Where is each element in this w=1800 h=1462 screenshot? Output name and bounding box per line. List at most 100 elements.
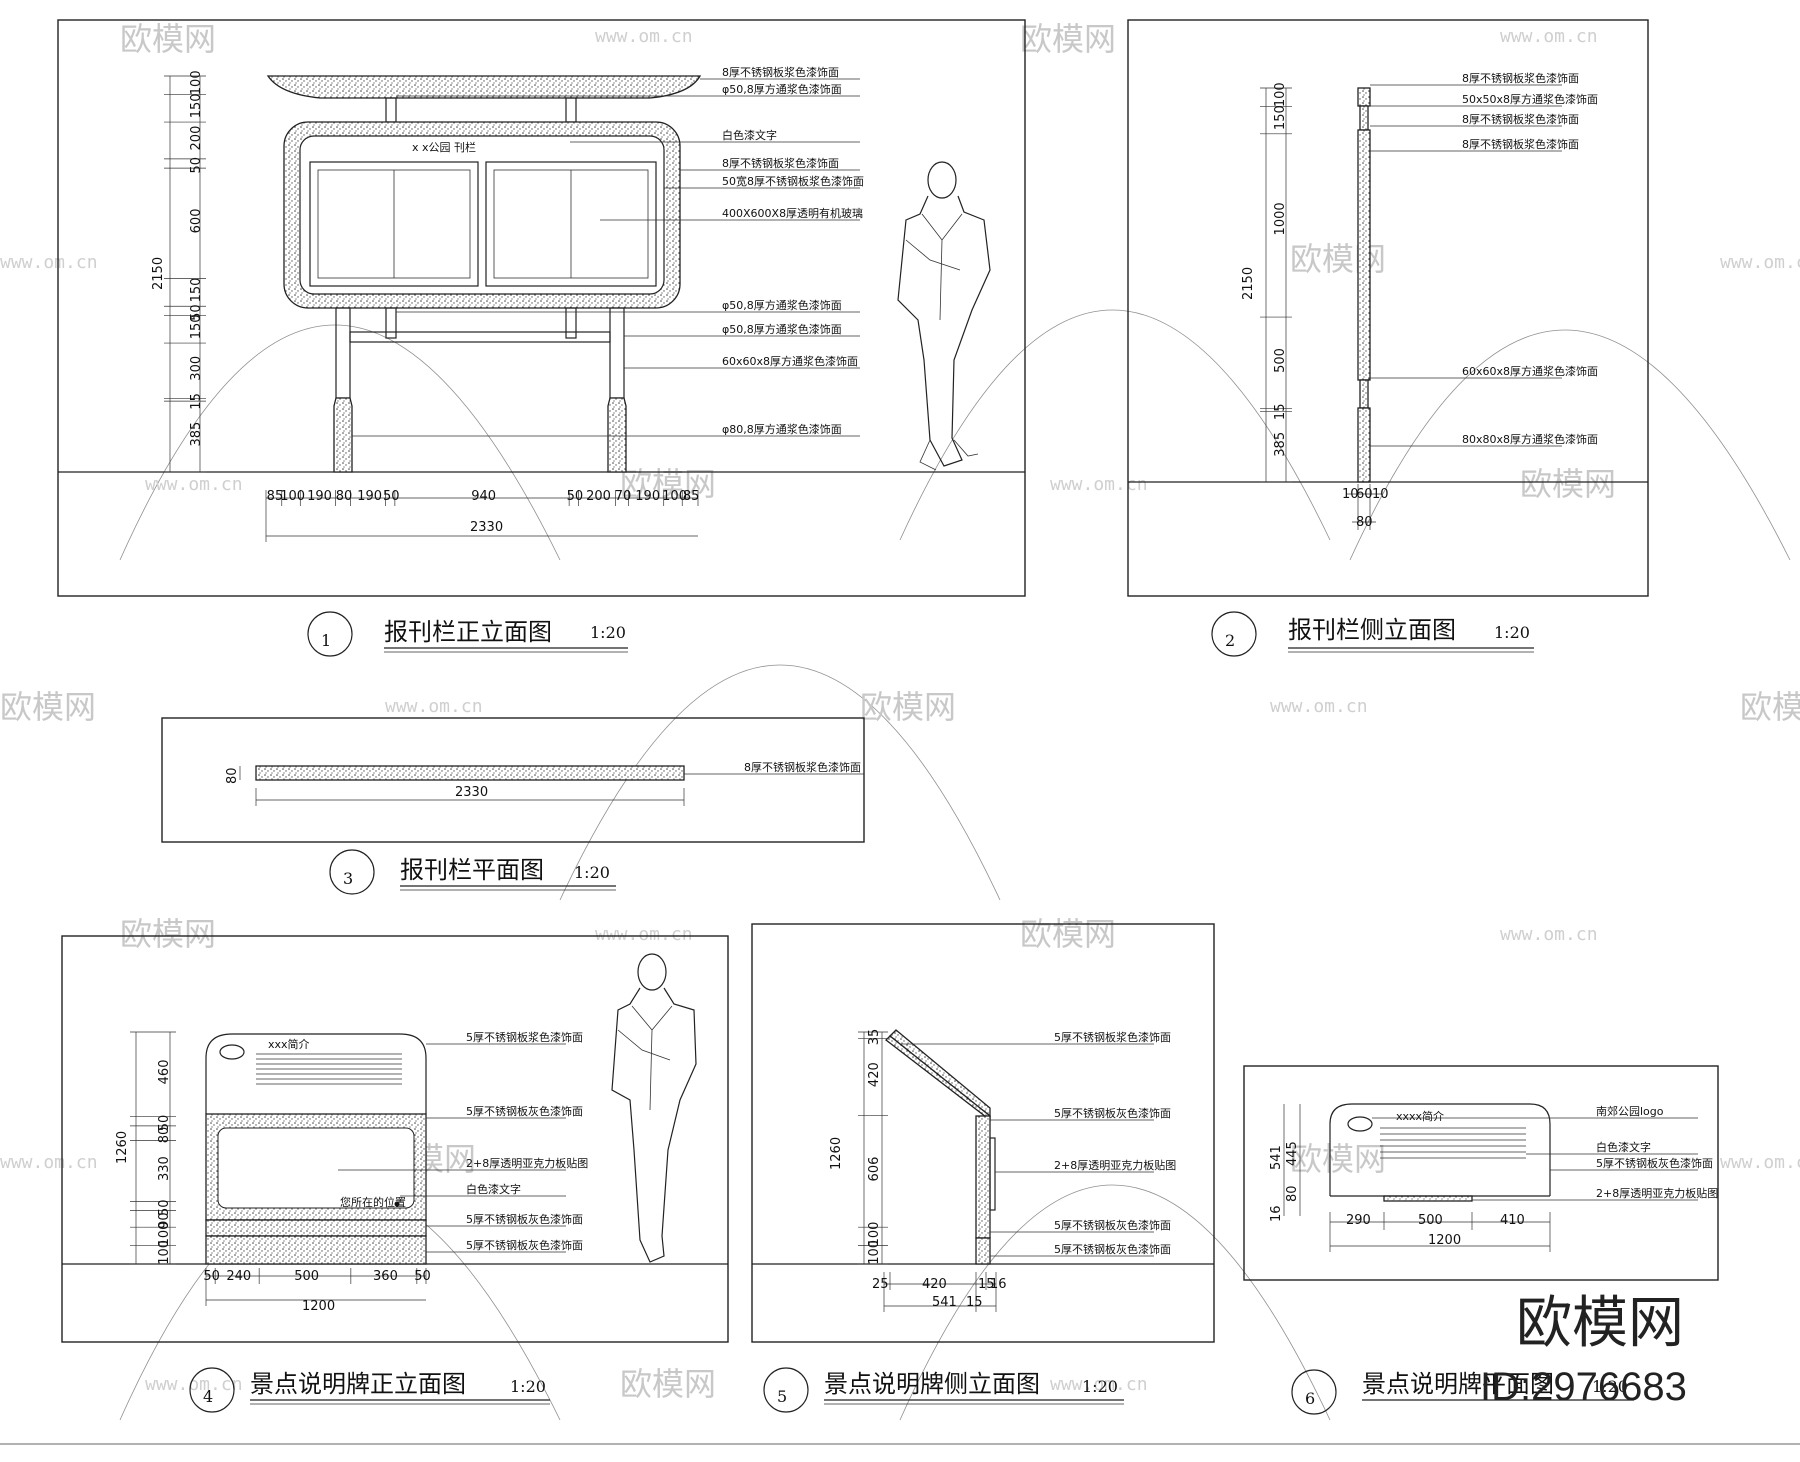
material-note: 8厚不锈钢板浆色漆饰面 [1462, 137, 1579, 151]
v-dim: 15 [1273, 404, 1288, 421]
h-dim: 500 [294, 1269, 319, 1284]
h-dim: 190 [307, 489, 332, 504]
h-dim: 70 [615, 489, 632, 504]
glass-panel-left [309, 161, 479, 287]
v-dim: 35 [867, 1029, 882, 1046]
material-note: 2+8厚透明亚克力板贴图 [466, 1156, 588, 1170]
drawing-number-circle [307, 611, 353, 657]
watermark-url: www.om.cn [145, 474, 243, 495]
material-note: 白色漆文字 [722, 128, 777, 142]
h-dim: 410 [1500, 1213, 1525, 1228]
v-dim: 150 [1273, 105, 1288, 130]
h-dim: 80 [336, 489, 353, 504]
watermark-url: www.om.cn [145, 1374, 243, 1395]
h-dim: 50 [203, 1269, 220, 1284]
material-note: φ50,8厚方通浆色漆饰面 [722, 82, 842, 96]
location-dot [394, 1201, 400, 1207]
watermark-brand: 欧模网 [620, 1365, 716, 1403]
sign-top-panel [205, 1033, 427, 1114]
material-note: 8厚不锈钢板浆色漆饰面 [722, 65, 839, 79]
h-dim: 190 [357, 489, 382, 504]
drawing-title: 景点说明牌侧立面图 [824, 1370, 1040, 1398]
material-note: 白色漆文字 [466, 1182, 521, 1196]
v-dim: 606 [867, 1157, 882, 1182]
side-post [975, 1115, 991, 1239]
material-note: 8厚不锈钢板浆色漆饰面 [1462, 71, 1579, 85]
sign-map-panel [217, 1127, 415, 1209]
drawing-number: 4 [203, 1387, 213, 1406]
watermark-brand: 欧模网 [1740, 688, 1800, 726]
watermark-url: www.om.cn [1720, 252, 1800, 273]
drawing-number-circle [763, 1367, 809, 1413]
board-heading: x x公园 刊栏 [412, 140, 476, 154]
material-note: φ50,8厚方通浆色漆饰面 [722, 322, 842, 336]
cross-beam [349, 331, 611, 343]
brand-id: ID:2976683 [1480, 1365, 1687, 1409]
v-dim: 1000 [1273, 202, 1288, 235]
h-dim: 50 [567, 489, 584, 504]
h-dim: 500 [1418, 1213, 1443, 1228]
material-note: 5厚不锈钢板灰色漆饰面 [466, 1238, 583, 1252]
post-left-base [333, 397, 353, 473]
hanger-right [565, 307, 577, 339]
v-dim: 500 [1273, 348, 1288, 373]
watermark-brand: 欧模网 [1290, 1140, 1386, 1178]
panel-5-frame [751, 923, 1215, 1343]
sign-base [205, 1235, 427, 1265]
hanger-left [385, 307, 397, 339]
h-dim: 10 [1372, 487, 1389, 502]
drawing-scale: 1:20 [1592, 1377, 1628, 1396]
panel-1-title-block: 1 报刊栏正立面图 1:20 [307, 611, 628, 657]
v-dim: 90 [157, 1212, 172, 1229]
panel-3-news-board-plan: 80 2330 8厚不锈钢板浆色漆饰面 3 报刊栏平面图 1:20 [161, 717, 865, 895]
h-total-dimension: 1200 [1428, 1233, 1461, 1248]
side-base [975, 1237, 991, 1265]
drawing-title: 报刊栏侧立面图 [1288, 616, 1456, 644]
watermark-brand: 欧模网 [120, 915, 216, 953]
material-note: 5厚不锈钢板灰色漆饰面 [1054, 1242, 1171, 1256]
watermark-brand: 欧模网 [1020, 915, 1116, 953]
material-note: 2+8厚透明亚克力板贴图 [1596, 1186, 1718, 1200]
panel-2-frame [1127, 19, 1649, 597]
text-lines [1380, 1127, 1526, 1159]
panel-4-frame [61, 935, 729, 1343]
roof-post-right [565, 97, 577, 123]
watermark-url: www.om.cn [1500, 26, 1598, 47]
material-note: φ50,8厚方通浆色漆饰面 [722, 298, 842, 312]
drawing-number: 1 [321, 631, 331, 650]
drawing-title: 报刊栏平面图 [400, 856, 544, 884]
plan-plate [255, 765, 685, 781]
post-right-upper [609, 307, 625, 399]
h-dim: 10 [1342, 487, 1359, 502]
drawing-number: 5 [777, 1387, 787, 1406]
v-total-dimension: 1260 [829, 1137, 844, 1170]
h-dim: 85 [267, 489, 284, 504]
acrylic-strip [1383, 1195, 1473, 1202]
watermark-url: www.om.cn [595, 26, 693, 47]
panel-4-title-block: 4 景点说明牌正立面图 1:20 [189, 1367, 550, 1413]
material-notes: 8厚不锈钢板浆色漆饰面φ50,8厚方通浆色漆饰面白色漆文字8厚不锈钢板浆色漆饰面… [352, 65, 864, 437]
h-total-dimension: 80 [1356, 515, 1373, 530]
logo-oval [219, 1044, 245, 1060]
v-total-dimension: 2150 [151, 257, 166, 290]
brand-name: 欧模网 [1516, 1291, 1684, 1356]
panel-3-title-block: 3 报刊栏平面图 1:20 [329, 849, 616, 895]
h-total-dimension: 2330 [470, 520, 503, 535]
h-dim: 50 [383, 489, 400, 504]
material-note: 南郊公园logo [1596, 1105, 1664, 1118]
panel-6-info-sign-plan: xxxx简介 541 445 80 16 290 500 [1243, 1065, 1719, 1415]
v-dim: 15 [189, 393, 204, 410]
h-dim: 85 [683, 489, 700, 504]
material-note: 2+8厚透明亚克力板贴图 [1054, 1158, 1176, 1172]
human-scale-figure [897, 161, 991, 471]
drawing-number-circle [1291, 1369, 1337, 1415]
watermark-brand: 欧模网 [1520, 465, 1616, 503]
material-note: 8厚不锈钢板浆色漆饰面 [744, 760, 861, 774]
side-cap [1357, 87, 1371, 107]
text-lines [256, 1053, 402, 1085]
v-dim: 80 [225, 767, 240, 784]
panel-3-frame [161, 717, 865, 843]
